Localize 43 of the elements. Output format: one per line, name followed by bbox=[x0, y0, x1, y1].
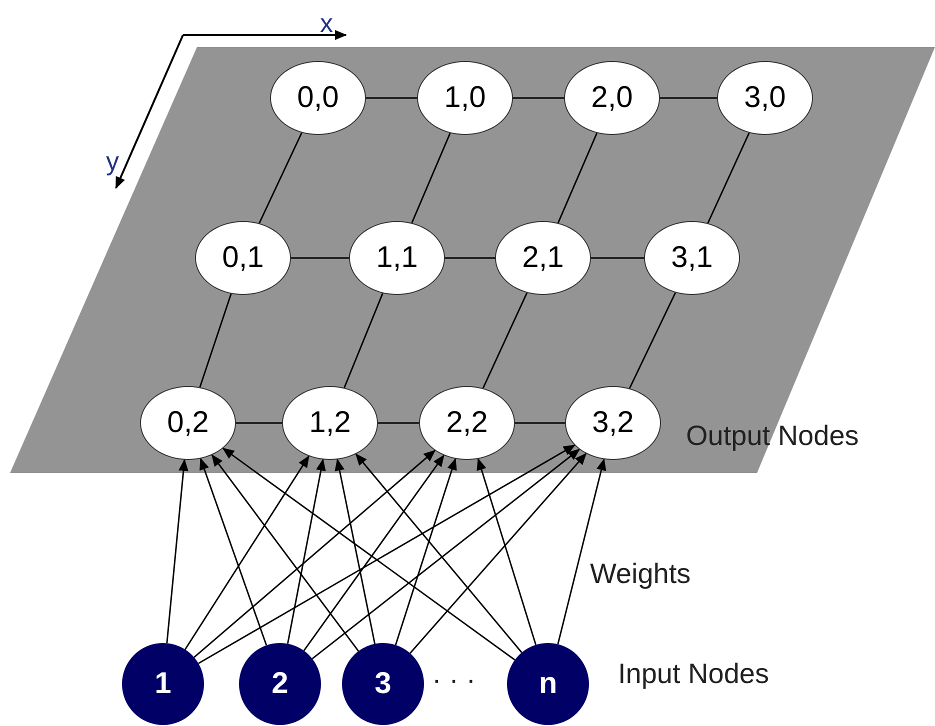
connector-line bbox=[591, 257, 644, 259]
connector-line bbox=[291, 257, 349, 259]
arrow bbox=[184, 455, 310, 650]
axis-label: x bbox=[320, 8, 333, 39]
arrow bbox=[557, 458, 606, 644]
arrow bbox=[312, 448, 580, 660]
arrow bbox=[222, 448, 516, 660]
edge-group-label: Weights bbox=[590, 558, 691, 590]
arrow bbox=[200, 458, 268, 646]
connector-line bbox=[660, 97, 717, 99]
input-node: 1 bbox=[122, 643, 204, 725]
arrow bbox=[286, 458, 326, 644]
connector-line bbox=[482, 292, 528, 388]
arrow bbox=[166, 458, 188, 644]
connector-line bbox=[445, 257, 495, 259]
connector-line bbox=[557, 132, 598, 224]
layer-label: Input Nodes bbox=[618, 658, 769, 690]
connector-line bbox=[236, 422, 282, 424]
connector-line bbox=[258, 132, 302, 224]
arrow bbox=[303, 454, 444, 652]
layer-label: Output Nodes bbox=[686, 420, 859, 452]
connector-line bbox=[628, 292, 676, 389]
input-node: 2 bbox=[239, 643, 321, 725]
arrow bbox=[211, 454, 360, 652]
arrow bbox=[194, 450, 436, 658]
connector-line bbox=[513, 97, 564, 99]
arrow bbox=[355, 453, 522, 653]
axis-label: y bbox=[106, 146, 119, 177]
connector-line bbox=[366, 97, 417, 99]
connector-line bbox=[411, 132, 451, 224]
connector-line bbox=[378, 422, 419, 424]
input-node: n bbox=[507, 643, 589, 725]
connector-line bbox=[515, 422, 565, 424]
connector-line bbox=[707, 132, 750, 224]
ellipsis: · · · bbox=[432, 664, 476, 696]
arrow bbox=[198, 444, 576, 664]
connector-line bbox=[344, 293, 384, 388]
arrow bbox=[334, 458, 376, 644]
arrow bbox=[476, 458, 537, 646]
arrow bbox=[410, 452, 587, 654]
connector-line bbox=[199, 294, 232, 388]
arrow bbox=[394, 458, 457, 646]
input-node: 3 bbox=[342, 643, 424, 725]
